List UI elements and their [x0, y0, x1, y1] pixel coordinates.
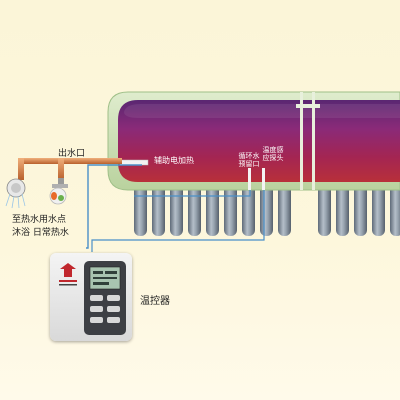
- tank-support: [312, 92, 315, 190]
- controller-label: 温控器: [140, 296, 170, 307]
- circulation-port: [248, 168, 251, 190]
- vacuum-tube: [134, 178, 147, 236]
- vacuum-tube: [354, 178, 367, 236]
- controller-button: [107, 317, 120, 323]
- vacuum-tube: [152, 178, 165, 236]
- tank-body: [118, 100, 400, 182]
- tank-support: [300, 92, 303, 190]
- temp-probe-label-line2: 应探头: [262, 154, 284, 162]
- controller-display-segments: [93, 271, 117, 285]
- controller-button: [107, 306, 120, 312]
- vacuum-tube: [372, 178, 385, 236]
- controller-button: [90, 306, 103, 312]
- vacuum-tube: [278, 178, 291, 236]
- outlet-pipe-drop-right: [58, 158, 64, 180]
- aux-heating-label: 辅助电加热: [154, 156, 194, 165]
- controller-button: [90, 317, 103, 323]
- tank-highlight: [124, 104, 400, 118]
- signal-wire: [134, 190, 251, 197]
- controller-buttons: [90, 295, 120, 323]
- circulation-port-label-line2: 预留口: [238, 160, 260, 168]
- outlet-pipe-drop-left: [18, 158, 24, 180]
- circulation-port-label: 循环水 预留口: [238, 152, 260, 168]
- outlet-label: 出水口: [58, 149, 86, 159]
- vacuum-tube: [188, 178, 201, 236]
- vacuum-tube: [242, 178, 255, 236]
- brand-logo-icon: [59, 263, 77, 286]
- outlet-pipe: [18, 158, 122, 164]
- faucet-icon: [49, 178, 68, 205]
- hot-water-usage-label: 沐浴 日常热水: [12, 228, 69, 238]
- temperature-controller: [50, 253, 132, 341]
- vacuum-tube: [260, 178, 273, 236]
- vacuum-tubes: [134, 178, 400, 236]
- vacuum-tube: [206, 178, 219, 236]
- vacuum-tube: [224, 178, 237, 236]
- temp-probe-label: 温度感 应探头: [262, 146, 284, 162]
- vacuum-tube: [170, 178, 183, 236]
- vacuum-tube: [390, 178, 400, 236]
- tank-support-top: [296, 104, 320, 108]
- temp-probe: [262, 168, 265, 190]
- shower-head-icon: [5, 178, 26, 209]
- controller-button: [90, 295, 103, 301]
- controller-button: [107, 295, 120, 301]
- signal-wire: [91, 190, 265, 252]
- signal-wire: [86, 164, 142, 249]
- vacuum-tube: [318, 178, 331, 236]
- hot-water-point-label: 至热水用水点: [12, 215, 67, 225]
- aux-heater-rod: [119, 159, 149, 166]
- circulation-port-label-line1: 循环水: [238, 152, 260, 160]
- vacuum-tube: [336, 178, 349, 236]
- temp-probe-label-line1: 温度感: [262, 146, 284, 154]
